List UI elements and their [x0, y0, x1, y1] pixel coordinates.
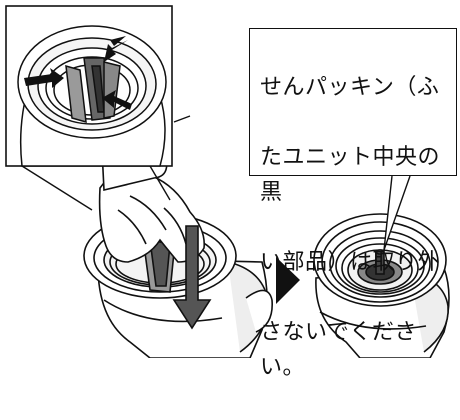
- right-unit: [313, 213, 450, 358]
- callout-text: せんパッキン（ふ たユニット中央の黒 い部品）は取り外 さないでください。: [260, 35, 450, 420]
- inset-zoom-view: [5, 5, 191, 211]
- callout-line-1: せんパッキン（ふ: [260, 75, 440, 100]
- next-step-arrow-icon: [276, 257, 300, 304]
- callout-line-4: さないでください。: [260, 320, 417, 380]
- callout-line-2: たユニット中央の黒: [260, 145, 441, 205]
- callout-box: せんパッキン（ふ たユニット中央の黒 い部品）は取り外 さないでください。: [249, 28, 457, 380]
- left-unit: [83, 139, 273, 358]
- callout-line-3: い部品）は取り外: [260, 250, 441, 275]
- instruction-diagram: [5, 5, 450, 358]
- callout-pointer: [383, 175, 411, 251]
